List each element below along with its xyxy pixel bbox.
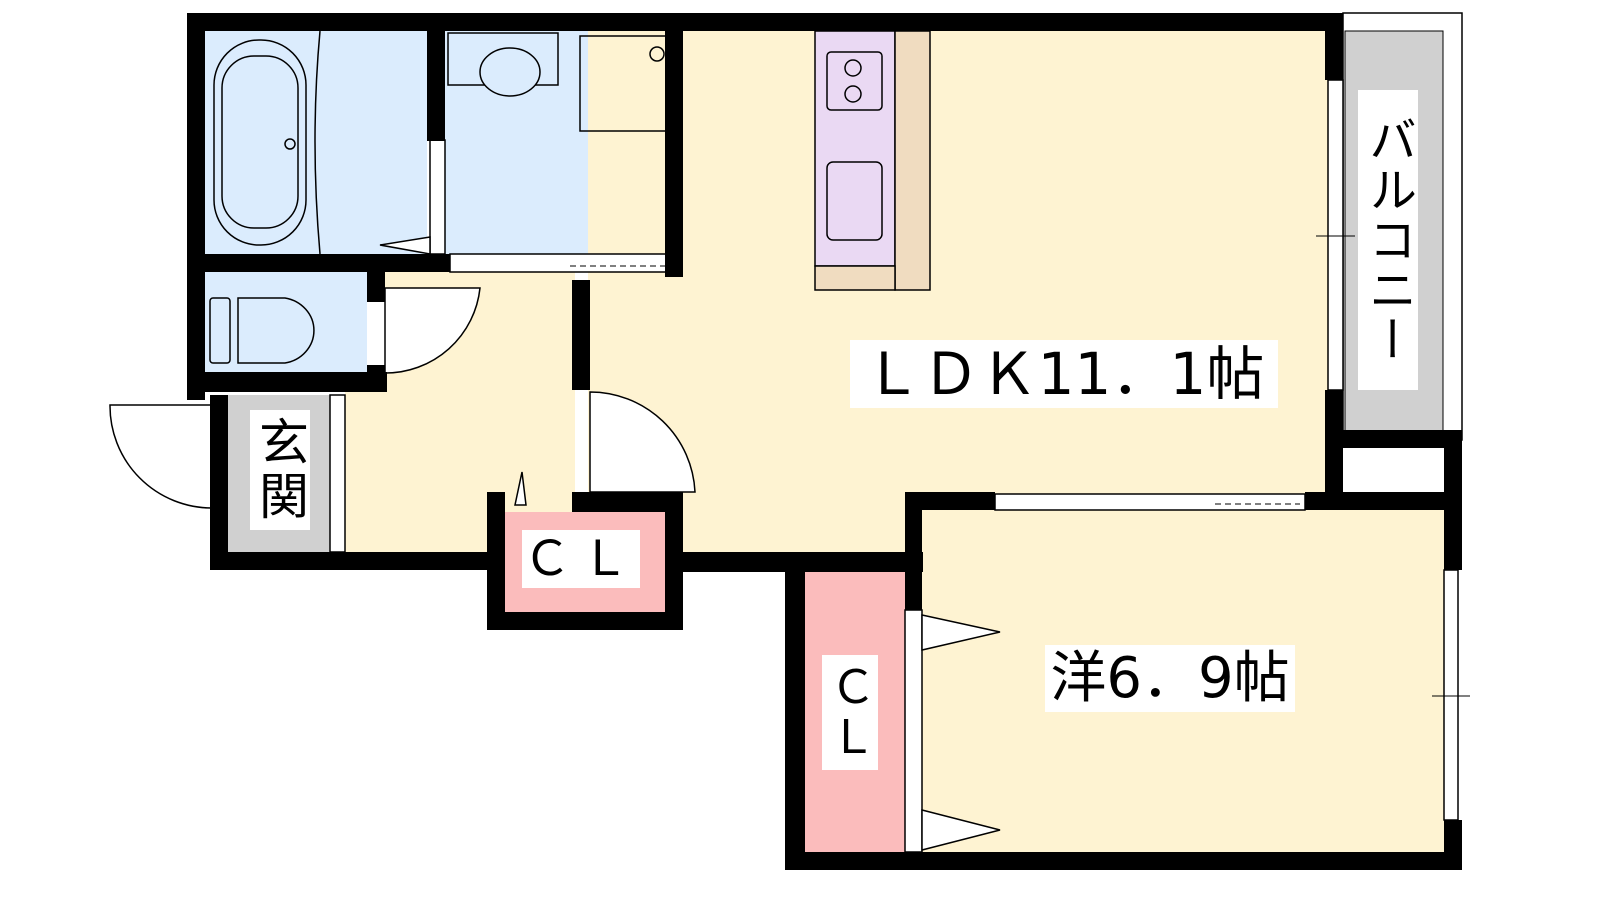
bedroom-window (1443, 569, 1459, 821)
stove-icon (826, 51, 883, 111)
closet-2-label: ＣＬ (822, 655, 878, 770)
ldk-window (1327, 79, 1344, 391)
ldk-door[interactable] (589, 391, 696, 493)
washroom-sliding-door[interactable] (449, 253, 681, 273)
toilet-door[interactable] (384, 287, 481, 374)
ldk-floor-lower (683, 492, 908, 554)
counter-top (894, 30, 931, 291)
toilet-icon (209, 297, 231, 364)
entrance-label: 玄関 (250, 410, 310, 530)
closet-1-label: ＣＬ (522, 530, 640, 588)
bathtub-icon (213, 39, 307, 246)
sink-icon (826, 161, 883, 241)
toilet-floor (205, 272, 367, 372)
western-room-label: 洋6．9帖 (1045, 645, 1295, 712)
ldk-floor (588, 31, 1328, 494)
bedroom-sliding-door[interactable] (994, 493, 1306, 511)
hall-floor-lower (345, 390, 505, 552)
kitchen-bottom (814, 265, 896, 291)
closet-2-door[interactable] (904, 609, 923, 853)
entrance-door[interactable] (109, 404, 213, 509)
bathroom-floor (205, 31, 427, 254)
ldk-label: ＬＤＫ11．1帖 (850, 340, 1278, 408)
walls (187, 13, 1462, 870)
balcony-label: バルコニー (1358, 90, 1418, 390)
